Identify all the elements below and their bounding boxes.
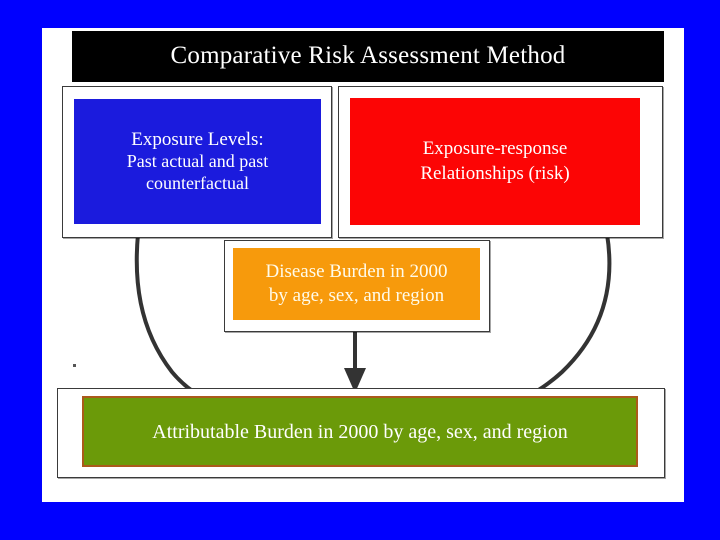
scan-speck-artifact [73, 364, 76, 367]
page-title: Comparative Risk Assessment Method [170, 42, 566, 70]
disease-burden-line-2: by age, sex, and region [268, 285, 445, 306]
disease-burden-line-1: Disease Burden in 2000 [265, 261, 448, 283]
exposure-response-box[interactable]: Exposure-response Relationships (risk) [350, 98, 640, 225]
exposure-levels-box[interactable]: Exposure Levels: Past actual and past co… [74, 99, 321, 224]
page-title-bar: Comparative Risk Assessment Method [72, 31, 664, 82]
disease-burden-box[interactable]: Disease Burden in 2000 by age, sex, and … [233, 248, 480, 320]
slide-canvas: Comparative Risk Assessment Method Expos [42, 28, 684, 502]
attributable-burden-box[interactable]: Attributable Burden in 2000 by age, sex,… [82, 396, 638, 467]
exposure-response-line-1: Exposure-response [422, 137, 568, 159]
exposure-levels-line-2: Past actual and past [126, 151, 269, 172]
exposure-levels-line-3: counterfactual [146, 172, 249, 193]
exposure-response-line-2: Relationships (risk) [420, 162, 570, 184]
attributable-burden-label: Attributable Burden in 2000 by age, sex,… [152, 420, 568, 443]
exposure-levels-line-1: Exposure Levels: [131, 129, 264, 151]
arrow-disease-burden-to-attributable-burden [344, 332, 366, 393]
